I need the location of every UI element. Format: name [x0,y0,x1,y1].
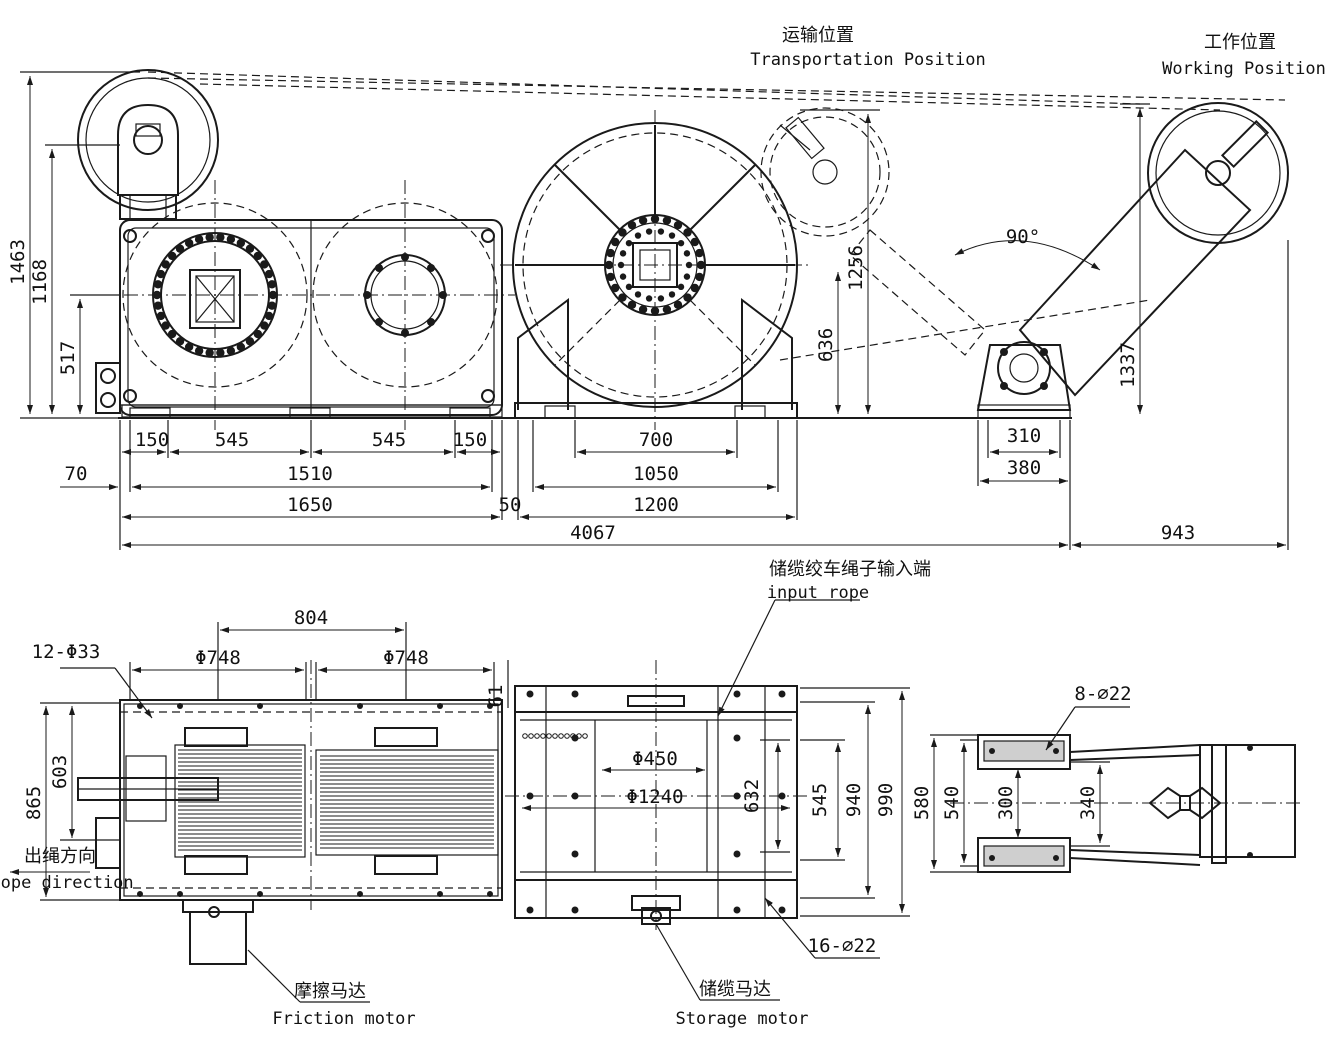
dim-1337: 1337 [1117,342,1139,388]
storage-motor-cn: 储缆马达 [699,979,771,1000]
dim-540: 540 [941,786,963,820]
dim-380: 380 [1007,457,1041,479]
transport-label-cn: 运输位置 [782,25,854,46]
dim-940: 940 [843,783,865,817]
dim-150-right: 150 [453,429,487,451]
rope-direction-cn: 出绳方向 [24,846,96,867]
dim-603: 603 [49,755,71,789]
elevation-view: 1463 1168 517 1256 636 1337 150 545 545 … [7,25,1326,550]
dim-50: 50 [499,494,522,516]
storage-drum [500,110,810,430]
dim-1463: 1463 [7,239,29,285]
dim-61: 61 [485,685,507,708]
guide-sheave-top [77,69,219,220]
dim-phi748-right: Φ748 [383,647,429,669]
dim-517: 517 [57,341,79,375]
friction-winch-housing [95,180,515,430]
dim-804: 804 [294,607,328,629]
plan-view-friction-winch: 804 Φ748 Φ748 61 603 865 12-Φ33 出绳方向 rop… [0,607,509,1029]
storage-motor-en: Storage motor [675,1009,808,1029]
friction-motor-en: Friction motor [272,1009,415,1029]
dim-1168: 1168 [29,259,51,305]
working-label-en: Working Position [1162,59,1326,79]
holes-16-phi22: 16-∅22 [808,935,877,957]
dim-1200: 1200 [633,494,679,516]
dim-545-right: 545 [372,429,406,451]
dim-990: 990 [875,783,897,817]
dim-phi748-left: Φ748 [195,647,241,669]
dim-636: 636 [815,328,837,362]
holes-12-phi33: 12-Φ33 [32,641,101,663]
dim-1256: 1256 [845,245,867,291]
dim-1510: 1510 [287,463,333,485]
dim-1650: 1650 [287,494,333,516]
dim-700: 700 [639,429,673,451]
working-position-arm [954,102,1289,419]
dim-70: 70 [65,463,88,485]
transport-position-arm [760,107,986,356]
dim-300: 300 [995,786,1017,820]
working-label-cn: 工作位置 [1204,32,1276,53]
transport-label-en: Transportation Position [750,50,985,70]
dim-340: 340 [1077,786,1099,820]
dim-phi450: Φ450 [632,748,678,770]
dim-943: 943 [1161,522,1195,544]
friction-drum-right-plan [315,727,499,875]
dim-1050: 1050 [633,463,679,485]
dim-phi1240: Φ1240 [626,786,683,808]
dim-580: 580 [911,786,933,820]
rope-direction-en: rope direction [0,873,134,893]
input-rope-cn: 储缆绞车绳子输入端 [769,559,931,580]
input-rope-en: input rope [767,583,869,603]
dim-4067: 4067 [570,522,616,544]
plan-view-storage-drum: Φ450 Φ1240 632 545 940 990 储缆绞车绳子输入端 inp… [505,559,931,1029]
dim-632: 632 [741,779,763,813]
angle-90: 90° [1006,226,1040,248]
dim-150-left: 150 [135,429,169,451]
dim-545-left: 545 [215,429,249,451]
friction-motor-cn: 摩擦马达 [294,981,366,1002]
dim-865: 865 [23,786,45,820]
dim-545: 545 [809,783,831,817]
dim-310: 310 [1007,425,1041,447]
holes-8-phi22: 8-∅22 [1074,683,1131,705]
plan-view-arm: 8-∅22 580 540 300 340 [911,683,1300,873]
friction-drum-left-plan [174,727,306,875]
